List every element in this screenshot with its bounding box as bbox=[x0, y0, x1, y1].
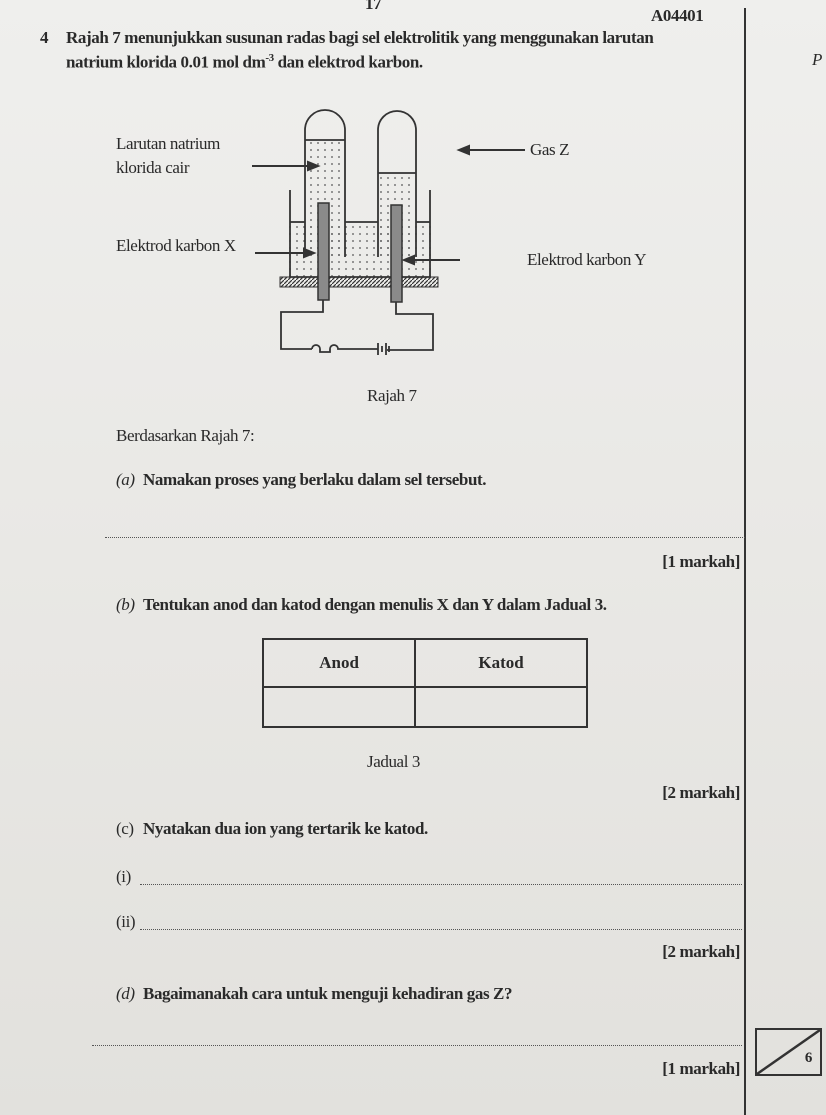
score-box-diagonal bbox=[757, 1030, 820, 1074]
cell-anod[interactable] bbox=[261, 686, 417, 728]
label-gas: Gas Z bbox=[530, 140, 570, 159]
part-c-label: (c) bbox=[116, 819, 134, 838]
answer-line-a[interactable] bbox=[105, 537, 745, 538]
paper-code: A04401 bbox=[651, 6, 704, 25]
part-c-text: Nyatakan dua ion yang tertarik ke katod. bbox=[143, 819, 428, 838]
answer-line-c-i[interactable] bbox=[140, 884, 742, 885]
electrolysis-diagram bbox=[252, 109, 525, 355]
table-caption: Jadual 3 bbox=[367, 752, 420, 771]
part-d-label: (d) bbox=[116, 984, 135, 1003]
part-d-marks: [1 markah] bbox=[662, 1059, 740, 1078]
label-arrows bbox=[252, 144, 525, 266]
label-solution-line2: klorida cair bbox=[116, 158, 190, 177]
page-number: 17 bbox=[365, 0, 382, 13]
margin-letter: P bbox=[812, 50, 822, 69]
score-box: 6 bbox=[755, 1028, 822, 1076]
beaker-base bbox=[279, 276, 439, 288]
intro-text: natrium klorida 0.01 mol dm bbox=[66, 52, 266, 72]
part-c-marks: [2 markah] bbox=[662, 942, 740, 961]
part-b-label: (b) bbox=[116, 595, 135, 614]
question-intro-line1: Rajah 7 menunjukkan susunan radas bagi s… bbox=[66, 28, 654, 47]
margin-rule bbox=[744, 8, 746, 1115]
diagram-caption: Rajah 7 bbox=[367, 386, 417, 405]
cell-katod[interactable] bbox=[414, 686, 588, 728]
question-intro-line2: natrium klorida 0.01 mol dm-3 dan elektr… bbox=[66, 52, 423, 73]
circuit-wire bbox=[280, 300, 434, 353]
part-a-label: (a) bbox=[116, 470, 135, 489]
header-anod: Anod bbox=[261, 638, 417, 688]
battery-icon bbox=[377, 343, 390, 355]
header-katod: Katod bbox=[414, 638, 588, 688]
part-b-marks: [2 markah] bbox=[662, 783, 740, 802]
part-c-ii-label: (ii) bbox=[116, 912, 136, 931]
part-b-text: Tentukan anod dan katod dengan menulis X… bbox=[143, 595, 607, 614]
intro-superscript: -3 bbox=[265, 52, 274, 64]
label-solution-line1: Larutan natrium bbox=[116, 134, 220, 153]
electrode-y bbox=[390, 204, 403, 303]
part-d-text: Bagaimanakah cara untuk menguji kehadira… bbox=[143, 984, 513, 1003]
part-a-text: Namakan proses yang berlaku dalam sel te… bbox=[143, 470, 487, 489]
part-a-marks: [1 markah] bbox=[662, 552, 740, 572]
electrode-x bbox=[317, 202, 330, 301]
score-total: 6 bbox=[804, 1050, 813, 1066]
label-electrode-y: Elektrod karbon Y bbox=[527, 250, 647, 269]
based-on-text: Berdasarkan Rajah 7: bbox=[116, 426, 255, 445]
part-c-i-label: (i) bbox=[116, 867, 131, 886]
label-electrode-x: Elektrod karbon X bbox=[116, 236, 236, 255]
question-number: 4 bbox=[40, 28, 49, 47]
answer-line-c-ii[interactable] bbox=[140, 929, 742, 930]
marks-text: [1 markah] bbox=[662, 552, 740, 571]
intro-text-end: dan elektrod karbon. bbox=[273, 52, 424, 72]
answer-line-d[interactable] bbox=[92, 1045, 742, 1046]
